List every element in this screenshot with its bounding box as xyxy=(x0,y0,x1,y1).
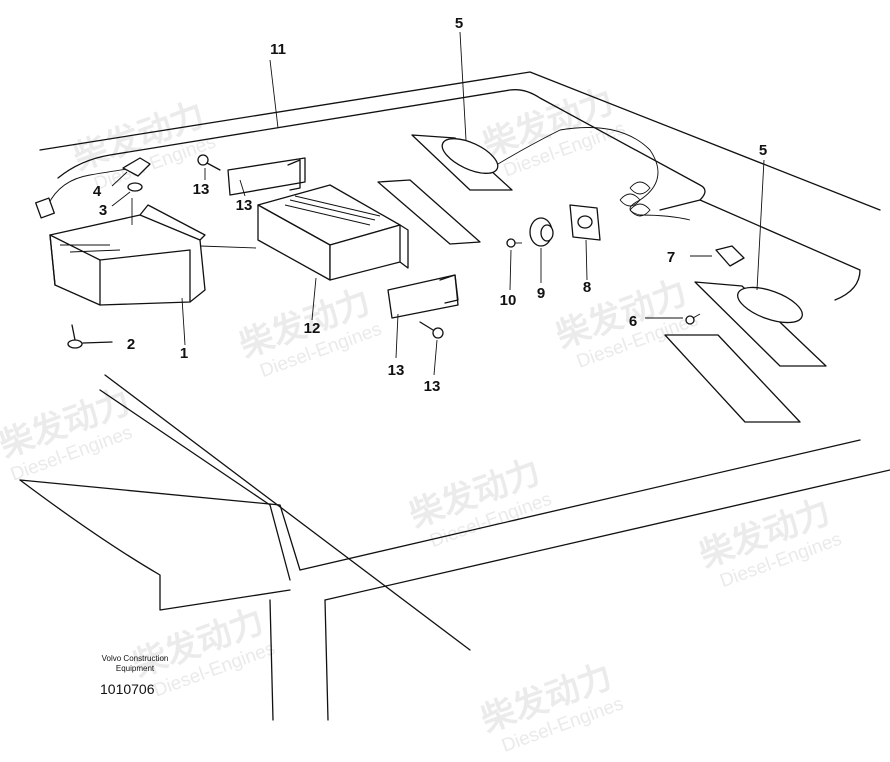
callout-8: 8 xyxy=(583,279,591,296)
caption-number: 1010706 xyxy=(100,681,155,697)
caption-line-1: Volvo Construction xyxy=(101,654,169,663)
screw-part-13-upper xyxy=(197,154,221,171)
callout-7: 7 xyxy=(667,249,675,266)
speaker-right xyxy=(694,281,827,367)
speaker-upper xyxy=(411,134,513,191)
callout-labels: 1 2 3 4 5 5 6 7 8 9 10 11 12 13 13 13 13 xyxy=(93,15,767,395)
callout-13-d: 13 xyxy=(424,378,441,395)
callout-10: 10 xyxy=(500,292,517,309)
screw-part-6 xyxy=(685,313,701,325)
screw-part-13-lower xyxy=(419,321,444,339)
mounting-bracket xyxy=(49,204,206,306)
callout-3: 3 xyxy=(99,202,107,219)
cab-roof-outline xyxy=(19,71,890,721)
side-bracket-lower xyxy=(387,274,459,319)
callout-11: 11 xyxy=(270,41,286,58)
knob-part-9 xyxy=(529,217,554,247)
diagram-caption: Volvo Construction Equipment 1010706 xyxy=(82,654,188,698)
callout-13-a: 13 xyxy=(193,181,210,198)
callout-13-c: 13 xyxy=(388,362,405,379)
radio-unit xyxy=(257,184,409,281)
callout-12: 12 xyxy=(304,320,321,337)
screw-part-2 xyxy=(67,324,113,349)
speaker-grille-right xyxy=(664,334,801,423)
callout-5-right: 5 xyxy=(759,142,767,159)
wiring-harness xyxy=(35,127,691,221)
caption-line-2: Equipment xyxy=(115,664,155,673)
bracket-part-8 xyxy=(569,204,601,241)
screw-part-10 xyxy=(506,238,522,248)
callout-1: 1 xyxy=(180,345,188,362)
clip-part-7 xyxy=(715,245,745,267)
speaker-grille-upper xyxy=(377,179,481,245)
side-bracket-upper xyxy=(227,157,306,196)
callout-2: 2 xyxy=(127,336,135,353)
callout-9: 9 xyxy=(537,285,545,302)
leader-lines xyxy=(111,31,765,376)
callout-5-upper: 5 xyxy=(455,15,463,32)
callout-13-b: 13 xyxy=(236,197,253,214)
washer-part-3 xyxy=(127,182,143,225)
callout-4: 4 xyxy=(93,183,102,200)
clip-part-4 xyxy=(122,157,151,177)
callout-6: 6 xyxy=(629,313,637,330)
